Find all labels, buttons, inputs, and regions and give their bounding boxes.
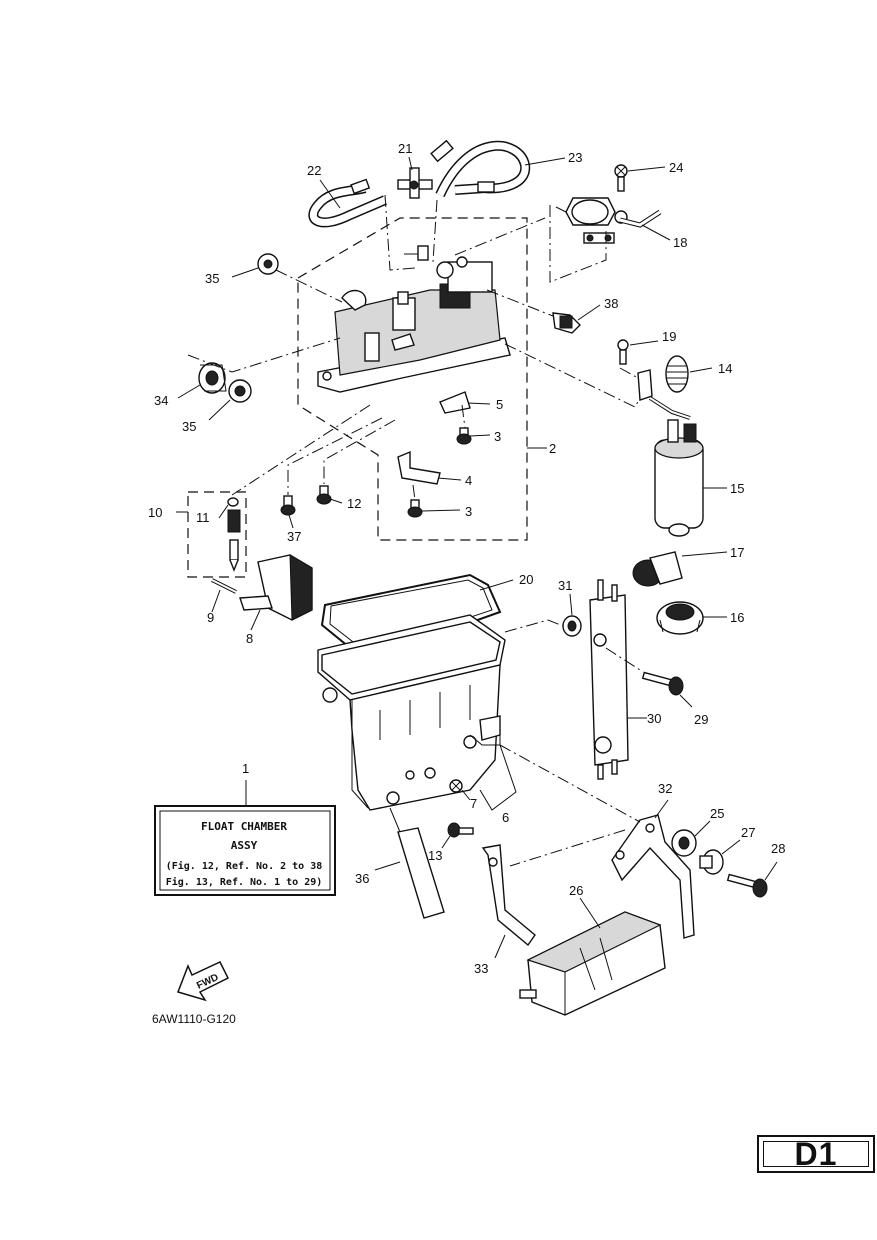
label-2: 2 <box>549 441 556 456</box>
label-11: 11 <box>196 510 210 525</box>
float-chamber-body <box>317 614 506 811</box>
fwd-arrow: FWD <box>177 961 230 1002</box>
hose-22 <box>308 178 387 228</box>
drawing-code: 6AW1110-G120 <box>152 1012 236 1026</box>
connection-lines <box>187 194 641 867</box>
screw-7 <box>449 779 463 793</box>
assy-box-note-1: (Fig. 12, Ref. No. 2 to 38 <box>166 860 323 872</box>
assembly-2-boundary <box>297 217 528 541</box>
label-17: 17 <box>730 545 744 560</box>
pin-9 <box>211 578 237 594</box>
label-37: 37 <box>287 529 301 544</box>
label-10: 10 <box>148 505 162 520</box>
bracket-14 <box>637 369 691 420</box>
canister-26 <box>519 911 666 1016</box>
screw-24 <box>614 164 628 192</box>
plate-5 <box>439 391 471 414</box>
label-3-bottom: 3 <box>465 504 472 519</box>
bolt-28 <box>726 873 768 898</box>
sensor-38 <box>552 312 581 334</box>
label-16: 16 <box>730 610 744 625</box>
label-30: 30 <box>647 711 661 726</box>
leader-lines <box>176 156 778 959</box>
assy-reference-box: FLOAT CHAMBER ASSY (Fig. 12, Ref. No. 2 … <box>154 805 336 896</box>
o-ring-11 <box>227 497 239 507</box>
bolt-12 <box>316 485 332 505</box>
label-22: 22 <box>307 163 321 178</box>
joint-6 <box>469 720 501 746</box>
collar-27 <box>699 849 724 875</box>
label-24: 24 <box>669 160 683 175</box>
screw-19 <box>617 339 629 365</box>
label-13: 13 <box>428 848 442 863</box>
holder-17 <box>632 551 683 587</box>
label-15: 15 <box>730 481 744 496</box>
grommet-35-bottom <box>228 379 252 403</box>
label-19: 19 <box>662 329 676 344</box>
label-14: 14 <box>718 361 732 376</box>
label-23: 23 <box>568 150 582 165</box>
label-33: 33 <box>474 961 488 976</box>
label-1: 1 <box>242 761 249 776</box>
part-labels: 1 2 3 3 4 5 6 7 8 9 10 11 12 13 14 15 16… <box>148 141 785 976</box>
label-7: 7 <box>470 796 477 811</box>
grommet-25 <box>671 829 697 857</box>
label-31: 31 <box>558 578 572 593</box>
label-34: 34 <box>154 393 168 408</box>
gasket-20 <box>320 573 502 662</box>
label-35-bottom: 35 <box>182 419 196 434</box>
pressure-regulator-18 <box>555 197 662 244</box>
label-12: 12 <box>347 496 361 511</box>
label-32: 32 <box>658 781 672 796</box>
filter-14 <box>665 355 689 393</box>
bolt-29 <box>641 671 684 696</box>
assy-box-title-1: FLOAT CHAMBER <box>201 820 287 833</box>
bolt-37 <box>280 495 296 516</box>
label-28: 28 <box>771 841 785 856</box>
label-6: 6 <box>502 810 509 825</box>
bracket-32 <box>611 814 695 939</box>
plate-4 <box>397 450 441 485</box>
bracket-33 <box>481 844 536 947</box>
damper-16 <box>656 601 704 635</box>
assembly-10-boundary <box>187 491 247 578</box>
label-26: 26 <box>569 883 583 898</box>
float-chamber-cover <box>317 256 511 393</box>
t-joint-21 <box>397 167 433 199</box>
label-20: 20 <box>519 572 533 587</box>
bolt-3-bottom <box>407 499 423 518</box>
label-25: 25 <box>710 806 724 821</box>
assy-box-note-2: Fig. 13, Ref. No. 1 to 29) <box>166 876 323 888</box>
label-8: 8 <box>246 631 253 646</box>
label-4: 4 <box>465 473 472 488</box>
label-21: 21 <box>398 141 412 156</box>
float-8 <box>239 554 313 621</box>
fitting-top <box>404 245 429 261</box>
label-5: 5 <box>496 397 503 412</box>
separator-30 <box>589 579 629 780</box>
needle-valve-10 <box>227 509 241 572</box>
grommet-34 <box>198 362 227 394</box>
label-27: 27 <box>741 825 755 840</box>
hose-36 <box>389 807 445 919</box>
grommet-35-top <box>257 253 279 275</box>
assy-box-title-2: ASSY <box>231 839 258 852</box>
label-3-top: 3 <box>494 429 501 444</box>
page-badge: D1 <box>757 1135 875 1173</box>
label-36: 36 <box>355 871 369 886</box>
bolt-13 <box>447 822 474 838</box>
grommet-31 <box>562 615 582 637</box>
label-18: 18 <box>673 235 687 250</box>
fuel-pump-15 <box>654 419 704 537</box>
page-badge-inner: D1 <box>763 1136 869 1172</box>
label-35-top: 35 <box>205 271 219 286</box>
page-badge-text: D1 <box>794 1136 838 1172</box>
label-29: 29 <box>694 712 708 727</box>
label-9: 9 <box>207 610 214 625</box>
hose-23 <box>430 139 531 198</box>
label-38: 38 <box>604 296 618 311</box>
bolt-3-top <box>456 427 472 445</box>
